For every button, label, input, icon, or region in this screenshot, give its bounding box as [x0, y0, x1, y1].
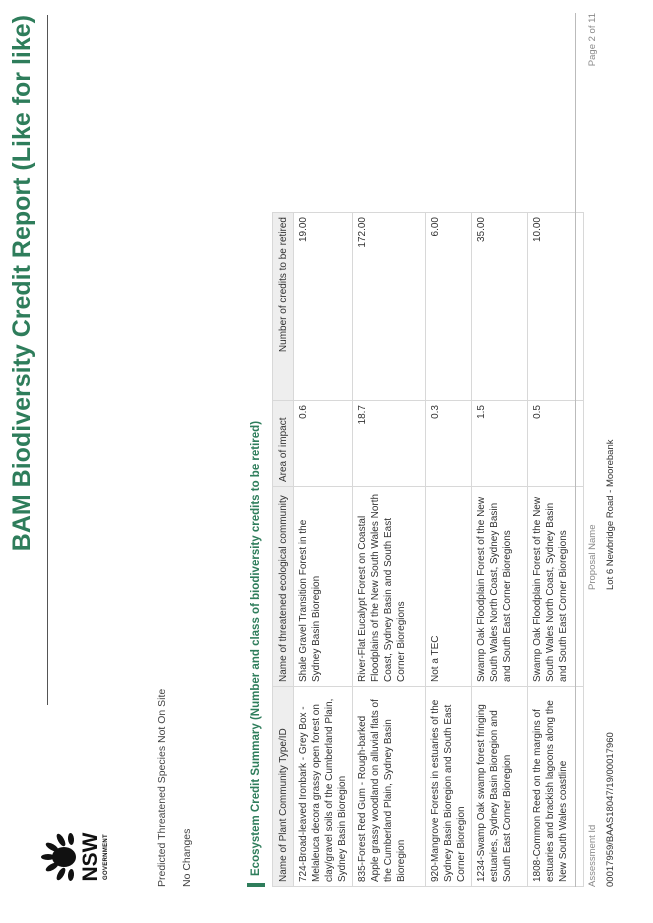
cell-tec: River-Flat Eucalypt Forest on Coastal Fl…: [352, 486, 426, 687]
cell-credits: 6.00: [425, 212, 472, 401]
section-heading: Ecosystem Credit Summary (Number and cla…: [247, 420, 265, 887]
header-plant-community: Name of Plant Community Type/ID: [272, 686, 294, 887]
report-title: BAM Biodiversity Credit Report (Like for…: [8, 15, 48, 705]
table-row: 835-Forest Red Gum - Rough-barked Apple …: [352, 212, 426, 887]
page-number: Page 2 of 11: [587, 13, 598, 67]
cell-credits: 19.00: [293, 212, 353, 401]
assessment-id-label: Assessment Id: [587, 824, 598, 887]
proposal-name-value: Lot 6 Newbridge Road - Moorebank: [605, 439, 616, 590]
cell-pct: 835-Forest Red Gum - Rough-barked Apple …: [352, 686, 426, 887]
cell-pct: 1234-Swamp Oak swamp forest fringing est…: [471, 686, 528, 887]
proposal-name-label: Proposal Name: [587, 524, 598, 590]
footer-divider: [575, 13, 576, 887]
header-credits: Number of credits to be retired: [272, 212, 294, 401]
cell-area: 0.6: [293, 400, 353, 487]
logo-subtext: GOVERNMENT: [103, 834, 109, 881]
cell-area: 18.7: [352, 400, 426, 487]
assessment-id-value: 00017959/BAAS18047/19/00017960: [605, 732, 616, 887]
table-header-row: Name of Plant Community Type/ID Name of …: [272, 212, 294, 887]
nsw-government-logo: NSW GOVERNMENT: [40, 829, 118, 885]
ecosystem-credit-table: Name of Plant Community Type/ID Name of …: [272, 212, 584, 887]
header-tec: Name of threatened ecological community: [272, 486, 294, 687]
cell-pct: 920-Mangrove Forests in estuaries of the…: [425, 686, 472, 887]
cell-pct: 724-Broad-leaved Ironbark - Grey Box - M…: [293, 686, 353, 887]
table-row: 1234-Swamp Oak swamp forest fringing est…: [471, 212, 528, 887]
cell-credits: 35.00: [471, 212, 528, 401]
cell-tec: Not a TEC: [425, 486, 472, 687]
waratah-icon: [41, 833, 76, 881]
table-row: 724-Broad-leaved Ironbark - Grey Box - M…: [293, 212, 353, 887]
logo-text: NSW: [79, 832, 102, 882]
header-area: Area of impact: [272, 400, 294, 487]
cell-tec: Shale Gravel Transition Forest in the Sy…: [293, 486, 353, 687]
cell-area: 0.3: [425, 400, 472, 487]
predicted-species-note: Predicted Threatened Species Not On Site: [156, 688, 168, 887]
cell-area: 1.5: [471, 400, 528, 487]
cell-tec: Swamp Oak Floodplain Forest of the New S…: [471, 486, 528, 687]
changes-note: No Changes: [181, 828, 193, 887]
cell-credits: 172.00: [352, 212, 426, 401]
table-row: 920-Mangrove Forests in estuaries of the…: [425, 212, 472, 887]
